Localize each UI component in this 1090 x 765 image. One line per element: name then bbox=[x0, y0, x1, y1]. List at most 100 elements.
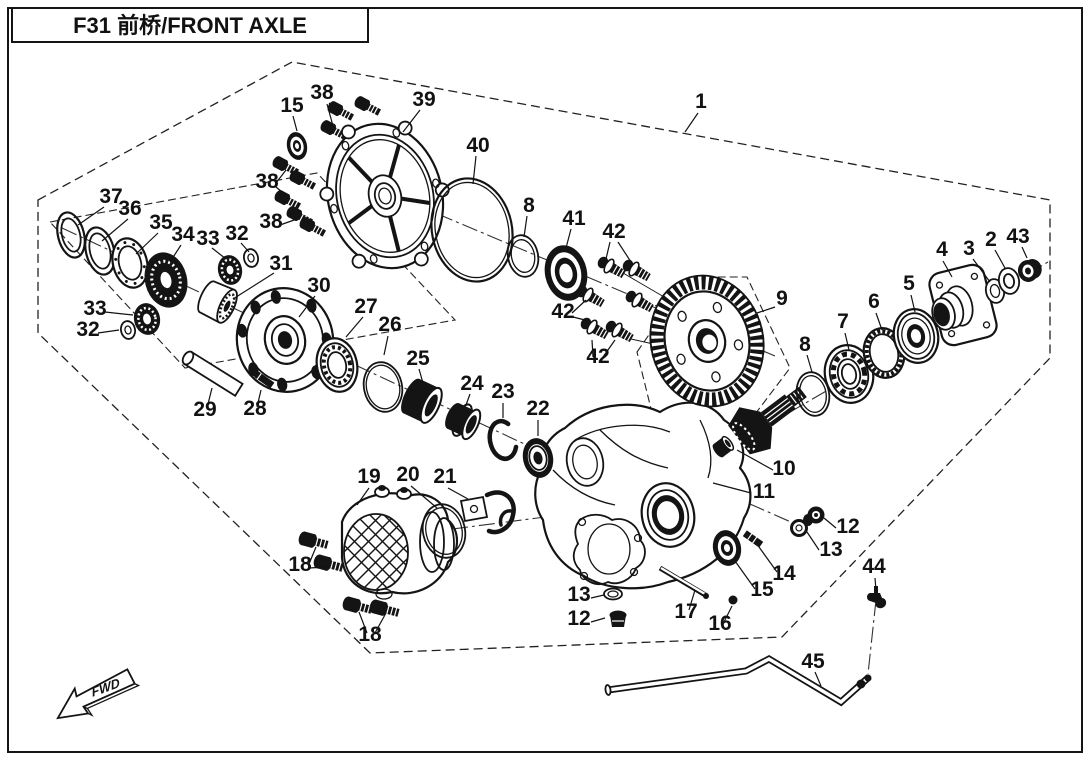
part-32-thrust-washer-upper bbox=[243, 248, 259, 268]
callout-9: 9 bbox=[776, 287, 788, 310]
part-29-axle-pin bbox=[181, 350, 244, 397]
callout-19: 19 bbox=[357, 465, 380, 488]
page-title: F31 前桥/FRONT AXLE bbox=[73, 13, 307, 38]
part-32-thrust-washer-lower bbox=[120, 320, 136, 340]
leader-line-42 bbox=[617, 241, 632, 263]
part-12-drain-plug-bottom bbox=[609, 610, 627, 627]
leader-line-20 bbox=[410, 485, 438, 509]
part-pinion-gear-shaft bbox=[728, 386, 807, 455]
part-gasket-cover-opening bbox=[572, 513, 646, 585]
callout-40: 40 bbox=[466, 134, 489, 157]
callout-38: 38 bbox=[259, 210, 283, 233]
callout-35: 35 bbox=[149, 211, 173, 234]
callout-43: 43 bbox=[1006, 225, 1029, 248]
drawing-border bbox=[7, 7, 1083, 753]
leader-line-42 bbox=[572, 316, 590, 322]
part-25-collar bbox=[401, 378, 443, 424]
callout-12: 12 bbox=[567, 607, 590, 630]
leader-line-18 bbox=[358, 611, 368, 634]
callout-12: 12 bbox=[836, 515, 859, 538]
callout-13: 13 bbox=[819, 538, 842, 561]
part-23-circlip bbox=[487, 418, 519, 461]
leader-line-3 bbox=[972, 258, 991, 283]
part-2-washer bbox=[997, 267, 1021, 295]
part-20-o-ring bbox=[421, 503, 467, 559]
diff-group-outline-dashed bbox=[48, 172, 457, 369]
part-5-seal bbox=[892, 308, 940, 364]
callout-26: 26 bbox=[378, 313, 401, 336]
callout-33: 33 bbox=[83, 297, 106, 320]
part-40-o-ring-large bbox=[430, 177, 514, 283]
callout-1: 1 bbox=[695, 90, 707, 113]
leader-line-9 bbox=[756, 306, 776, 314]
callout-29: 29 bbox=[193, 398, 216, 421]
callout-30: 30 bbox=[307, 274, 330, 297]
part-41-bearing bbox=[544, 245, 588, 301]
leader-line-38 bbox=[275, 169, 287, 184]
callout-2: 2 bbox=[985, 228, 997, 251]
callout-13: 13 bbox=[567, 583, 590, 606]
leader-line-4 bbox=[942, 260, 953, 278]
leader-line-38 bbox=[328, 102, 339, 111]
callout-38: 38 bbox=[255, 170, 279, 193]
leader-line-33 bbox=[211, 247, 227, 260]
part-15-oil-seal-upper bbox=[286, 132, 308, 160]
part-13-washer-right bbox=[790, 519, 808, 537]
leader-line-1 bbox=[684, 112, 699, 133]
leader-line-17 bbox=[688, 589, 696, 611]
callout-42: 42 bbox=[602, 220, 625, 243]
leader-line-6 bbox=[875, 312, 883, 331]
callout-8: 8 bbox=[799, 333, 811, 356]
part-31-side-gear-hub bbox=[197, 280, 238, 324]
leader-line-10 bbox=[736, 449, 774, 471]
part-14-spring-pin bbox=[742, 530, 764, 548]
callout-6: 6 bbox=[868, 290, 880, 313]
callout-38: 38 bbox=[310, 81, 334, 104]
part-13-washer-bottom bbox=[603, 587, 623, 601]
callout-4: 4 bbox=[936, 238, 948, 261]
leader-line-7 bbox=[844, 332, 850, 351]
leader-line-15 bbox=[734, 560, 756, 590]
leader-line-42 bbox=[591, 339, 594, 358]
leader-line-13 bbox=[806, 531, 820, 551]
callout-41: 41 bbox=[562, 207, 586, 230]
part-24-collar bbox=[445, 402, 482, 441]
leader-line-13 bbox=[590, 594, 605, 599]
callout-42: 42 bbox=[586, 345, 609, 368]
part-43-nut bbox=[1017, 259, 1042, 282]
callout-5: 5 bbox=[903, 272, 915, 295]
leader-line-26 bbox=[383, 335, 389, 356]
callout-45: 45 bbox=[801, 650, 825, 673]
leader-line-18 bbox=[374, 612, 387, 634]
leader-line-27 bbox=[345, 316, 364, 338]
leader-line-12 bbox=[590, 617, 606, 623]
part-45-breather-hose bbox=[604, 654, 872, 707]
part-15-oil-seal-lower bbox=[712, 530, 742, 566]
callout-22: 22 bbox=[526, 397, 549, 420]
leader-line-11 bbox=[712, 482, 752, 494]
leader-line-33 bbox=[104, 311, 134, 316]
callout-25: 25 bbox=[406, 347, 430, 370]
leader-line-21 bbox=[447, 487, 469, 500]
leader-line-31 bbox=[232, 272, 275, 300]
callout-27: 27 bbox=[354, 295, 377, 318]
callout-33: 33 bbox=[196, 227, 219, 250]
part-27-bearing bbox=[315, 337, 359, 393]
leader-line-40 bbox=[472, 155, 477, 185]
callout-37: 37 bbox=[99, 185, 122, 208]
callout-42: 42 bbox=[551, 300, 574, 323]
part-34-side-bevel-gear bbox=[144, 252, 188, 308]
leader-line-37 bbox=[77, 206, 105, 226]
part-39-front-cover bbox=[319, 120, 450, 270]
vent-axis-centerline bbox=[867, 599, 877, 675]
callout-7: 7 bbox=[837, 310, 849, 333]
part-9-ring-gear bbox=[649, 274, 765, 408]
callout-14: 14 bbox=[772, 562, 796, 585]
callout-8: 8 bbox=[523, 194, 535, 217]
callout-31: 31 bbox=[269, 252, 293, 275]
callout-10: 10 bbox=[772, 457, 795, 480]
leader-line-30 bbox=[298, 295, 316, 318]
leader-line-42 bbox=[602, 339, 616, 358]
leader-line-35 bbox=[135, 232, 159, 255]
